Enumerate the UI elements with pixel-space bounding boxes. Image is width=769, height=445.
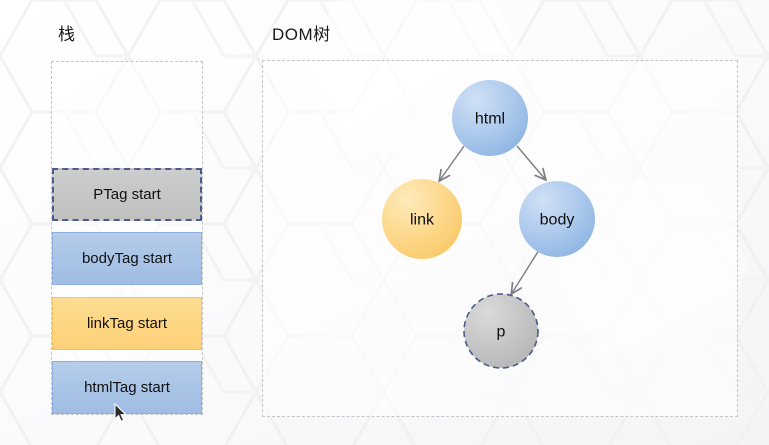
dom-node-body[interactable]: body: [519, 181, 595, 257]
stack-frame-ptag[interactable]: PTag start: [52, 168, 202, 221]
stack-frame-htmltag-label: htmlTag start: [84, 379, 170, 396]
dom-node-p-label: p: [497, 324, 506, 341]
dom-node-body-label: body: [540, 212, 575, 229]
stack-frame-ptag-label: PTag start: [93, 186, 161, 203]
stack-frame-bodytag-label: bodyTag start: [81, 250, 173, 267]
stack-frame-bodytag[interactable]: bodyTag start: [52, 232, 202, 285]
stack-frame-linktag[interactable]: linkTag start: [52, 297, 202, 350]
edge-html-to-link: [440, 145, 465, 180]
dom-node-link[interactable]: link: [382, 179, 462, 259]
dom-node-link-label: link: [410, 212, 435, 229]
dom-tree-section-title: DOM树: [272, 25, 331, 44]
mouse-pointer-icon: [114, 403, 128, 423]
dom-node-html[interactable]: html: [452, 80, 528, 156]
edge-html-to-body: [516, 145, 545, 179]
dom-node-html-label: html: [475, 111, 505, 128]
dom-node-p[interactable]: p: [463, 293, 539, 369]
edge-body-to-p: [512, 249, 540, 293]
stack-section-title: 栈: [58, 25, 76, 44]
dom-tree-graph: html link body p: [382, 80, 595, 369]
stack-frame-linktag-label: linkTag start: [86, 315, 168, 332]
